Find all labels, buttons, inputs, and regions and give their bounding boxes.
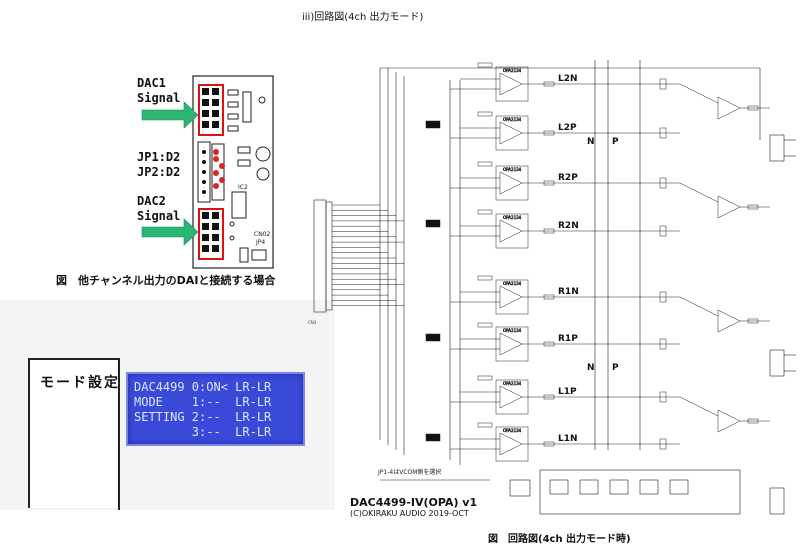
np-label: N: [587, 137, 595, 147]
opamp-stage: OPA2134: [450, 111, 680, 151]
opamp-icon: [499, 385, 523, 409]
np-label: N: [587, 363, 595, 373]
pcb-caption: 図 他チャンネル出力のDAIと接続する場合: [56, 274, 276, 287]
opamp-label: OPA2134: [503, 328, 522, 333]
lcd-line: MODE 1:-- LR-LR: [134, 395, 272, 409]
pcb-drawing: IC2 CN02 JP4: [141, 75, 274, 269]
opamp-icon: [499, 285, 523, 309]
lcd-line: SETTING 2:-- LR-LR: [134, 410, 272, 424]
table-rule: [28, 358, 120, 360]
lcd-line: DAC4499 0:ON< LR-LR: [134, 380, 272, 394]
opamp-stage: OPA2134: [450, 209, 680, 249]
opamp-stage: OPA2134: [425, 62, 770, 129]
opamp-stage: OPA2134: [425, 161, 770, 228]
opamp-icon: [499, 171, 523, 195]
board-copyright: (C)OKIRAKU AUDIO 2019-OCT: [350, 509, 469, 518]
opamp-stage: OPA2134: [450, 422, 680, 462]
opamp-icon: [499, 121, 523, 145]
signal-label-l1n: L1N: [558, 434, 578, 444]
opamp-icon: [717, 96, 741, 120]
np-label: P: [612, 137, 619, 147]
signal-label-r2p: R2P: [558, 173, 578, 183]
opamp-icon: [499, 72, 523, 96]
opamp-label: OPA2134: [503, 117, 522, 122]
schematic-title: iii)回路図(4ch 出力モード): [302, 12, 424, 23]
arrow-icon: [141, 218, 199, 246]
jumper-note: JP1-4はVCOM側を選択: [377, 468, 441, 476]
arrow-icon: [141, 101, 199, 129]
table-divider: [118, 358, 120, 510]
signal-label-l2p: L2P: [558, 123, 577, 133]
opamp-label: OPA2134: [503, 281, 522, 286]
opamp-label: OPA2134: [503, 68, 522, 73]
svg-text:JP4: JP4: [255, 239, 265, 246]
opamp-icon: [717, 309, 741, 333]
lcd-line: 3:-- LR-LR: [134, 425, 272, 439]
signal-label-l1p: L1P: [558, 387, 577, 397]
dac1-header: [198, 84, 224, 136]
signal-label-r2n: R2N: [558, 221, 579, 231]
board-title: DAC4499-IV(OPA) v1: [350, 496, 478, 509]
opamp-stage: OPA2134: [425, 275, 770, 342]
opamp-icon: [499, 219, 523, 243]
svg-text:CN02: CN02: [254, 231, 270, 238]
opamp-icon: [499, 432, 523, 456]
opamp-icon: [499, 332, 523, 356]
opamp-icon: [717, 409, 741, 433]
connector-label: CN3: [308, 320, 317, 325]
opamp-label: OPA2134: [503, 381, 522, 386]
schematic-caption: 図 回路図(4ch 出力モード時): [488, 534, 631, 545]
dac2-header: [198, 208, 224, 260]
opamp-label: OPA2134: [503, 167, 522, 172]
circuit-schematic: OPA2134OPA2134OPA2134OPA2134OPA2134OPA21…: [308, 60, 796, 515]
opamp-icon: [717, 195, 741, 219]
svg-text:IC2: IC2: [238, 184, 248, 191]
opamp-label: OPA2134: [503, 215, 522, 220]
mode-label-cell: モード設定: [28, 358, 120, 508]
lcd-figure: モード設定 DAC4499 0:ON< LR-LR MODE 1:-- LR-L…: [0, 300, 335, 510]
signal-label-l2n: L2N: [558, 74, 578, 84]
opamp-stage: OPA2134: [425, 375, 770, 442]
opamp-label: OPA2134: [503, 428, 522, 433]
np-label: P: [612, 363, 619, 373]
lcd-screen: DAC4499 0:ON< LR-LR MODE 1:-- LR-LR SETT…: [126, 372, 305, 446]
signal-label-r1p: R1P: [558, 334, 578, 344]
mode-label: モード設定: [40, 375, 120, 391]
signal-label-r1n: R1N: [558, 287, 579, 297]
opamp-stage: OPA2134: [450, 322, 680, 362]
